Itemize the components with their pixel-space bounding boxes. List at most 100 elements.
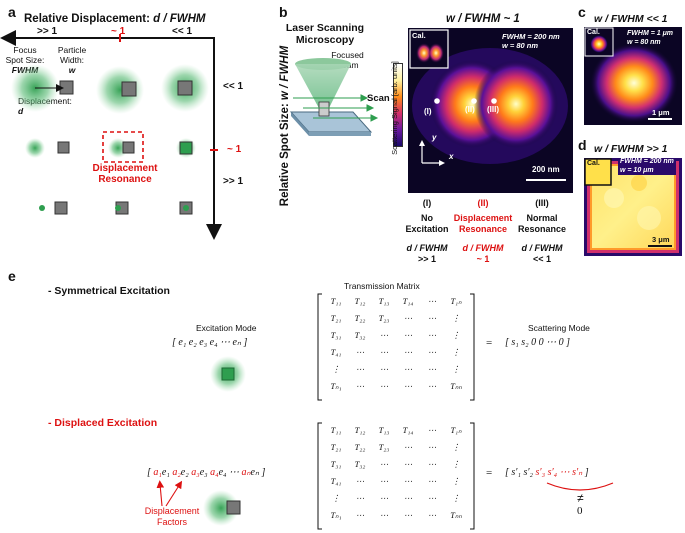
matrix-cell: ⋯ xyxy=(427,296,437,306)
matrix-cell: ⋯ xyxy=(427,476,437,486)
b-image-title: w / FWHM ~ 1 xyxy=(446,13,520,25)
matrix-cell: Tₙₙ xyxy=(450,381,462,391)
colorbar-label: Scattering Signal [arb. units] xyxy=(390,61,399,155)
disp-excitation-vector: [ a₁e₁ a₂e₂ a₃e₃ a₄e₄ ⋯ aₙeₙ ] xyxy=(147,467,266,478)
colorbar xyxy=(393,63,403,147)
matrix-cell: T₃₂ xyxy=(354,459,366,469)
d-title: w / FWHM >> 1 xyxy=(594,143,668,155)
matrix-cell: T₂₁ xyxy=(330,313,342,323)
matrix-cell: Tₙ₁ xyxy=(330,510,342,520)
matrix-cell: ⋯ xyxy=(427,364,437,374)
matrix-cell: T₂₃ xyxy=(378,313,390,323)
matrix-cell: ⋯ xyxy=(379,476,389,486)
particle-r1c2 xyxy=(121,81,137,97)
matrix-cell: ⋯ xyxy=(427,425,437,435)
particle-r2c2 xyxy=(122,141,135,154)
sym-scattering-vector: [ s₁ s₂ 0 0 ⋯ 0 ] xyxy=(505,337,571,348)
d-scalebar-label: 3 μm xyxy=(652,235,670,244)
matrix-cell: T₂₁ xyxy=(330,442,342,452)
matrix-brackets xyxy=(317,422,475,530)
a-axes xyxy=(0,30,222,240)
panel-label-c: c xyxy=(578,4,586,20)
b-scalebar-label: 200 nm xyxy=(532,165,560,174)
a-row-tick-1: << 1 xyxy=(223,81,244,92)
matrix-cell: ⋮ xyxy=(451,442,461,452)
matrix-cell: ⋯ xyxy=(355,510,365,520)
matrix-cell: ⋯ xyxy=(403,330,413,340)
case-iii: (III) Normal Resonance d / FWHM << 1 xyxy=(517,198,567,264)
particle-r1c3 xyxy=(177,80,193,96)
neq-symbol: ≠ xyxy=(577,491,584,505)
b-axis-x: x xyxy=(449,152,454,161)
disp-title: - Displaced Excitation xyxy=(48,417,158,429)
sym-equals: = xyxy=(486,337,493,349)
a-row-tick-3: >> 1 xyxy=(223,176,244,187)
matrix-cell: ⋮ xyxy=(331,364,341,374)
d-cal-label: Cal. xyxy=(587,160,600,167)
matrix-cell: ⋯ xyxy=(427,381,437,391)
particle-r3c1 xyxy=(54,201,68,215)
b-point-iii: (III) xyxy=(487,105,499,114)
panel-label-a: a xyxy=(8,4,16,20)
matrix-cell: ⋮ xyxy=(451,459,461,469)
matrix-cell: T₂₃ xyxy=(378,442,390,452)
panel-label-d: d xyxy=(578,137,587,153)
matrix-cell: T₃₁ xyxy=(330,330,342,340)
particle-r1c1 xyxy=(59,80,74,95)
matrix-cell: ⋯ xyxy=(427,330,437,340)
matrix-cell: ⋮ xyxy=(451,330,461,340)
spot-r3c2 xyxy=(115,205,121,211)
matrix-cell: T₁₃ xyxy=(378,425,390,435)
b-axis-y: y xyxy=(432,133,437,142)
a-col-tick-1: >> 1 xyxy=(37,26,58,37)
matrix-cell: Tₙₙ xyxy=(450,510,462,520)
matrix-cell: ⋮ xyxy=(331,493,341,503)
excitation-mode-label: Excitation Mode xyxy=(196,323,257,333)
sym-spot-icon xyxy=(210,356,246,392)
matrix-cell: ⋮ xyxy=(451,476,461,486)
matrix-cell: T₁₂ xyxy=(354,296,366,306)
particle-r2c1 xyxy=(57,141,70,154)
a-col-tick-2: ~ 1 xyxy=(111,26,126,37)
matrix-cell: T₂₂ xyxy=(354,442,366,452)
matrix-cell: Tₙ₁ xyxy=(330,381,342,391)
matrix-cell: ⋯ xyxy=(403,442,413,452)
a-title: Relative Displacement: d / FWHM xyxy=(24,13,206,25)
matrix-cell: ⋯ xyxy=(403,364,413,374)
matrix-cell: T₁₄ xyxy=(402,296,414,306)
a-row-tick-2: ~ 1 xyxy=(227,144,242,155)
sym-excitation-vector: [ e₁ e₂ e₃ e₄ ⋯ eₙ ] xyxy=(172,337,248,348)
matrix-cell: ⋯ xyxy=(355,381,365,391)
matrix-cell: T₁₁ xyxy=(330,296,342,306)
a-col-tick-3: << 1 xyxy=(172,26,193,37)
matrix-cell: T₁₄ xyxy=(402,425,414,435)
c-title: w / FWHM << 1 xyxy=(594,13,668,25)
matrix-cell: ⋯ xyxy=(427,347,437,357)
matrix-cell: ⋯ xyxy=(379,510,389,520)
sym-title: - Symmetrical Excitation xyxy=(48,285,170,297)
panel-label-b: b xyxy=(279,4,288,20)
matrix-cell: T₁ₙ xyxy=(450,296,462,306)
scattering-image-c xyxy=(584,27,682,125)
matrix-cell: ⋯ xyxy=(403,493,413,503)
matrix-cell: ⋯ xyxy=(403,510,413,520)
matrix-cell: ⋯ xyxy=(379,347,389,357)
matrix-cell: ⋮ xyxy=(451,347,461,357)
matrix-cell: ⋯ xyxy=(427,313,437,323)
scattering-mode-label: Scattering Mode xyxy=(528,323,590,333)
spot-r1c2 xyxy=(96,66,144,114)
matrix-cell: ⋯ xyxy=(403,381,413,391)
b-cal-label: Cal. xyxy=(412,31,426,40)
matrix-cell: ⋯ xyxy=(355,476,365,486)
matrix-cell: ⋯ xyxy=(427,459,437,469)
spot-r3c1 xyxy=(39,205,45,211)
matrix-cell: ⋯ xyxy=(427,442,437,452)
particle-r2c3 xyxy=(179,141,193,155)
